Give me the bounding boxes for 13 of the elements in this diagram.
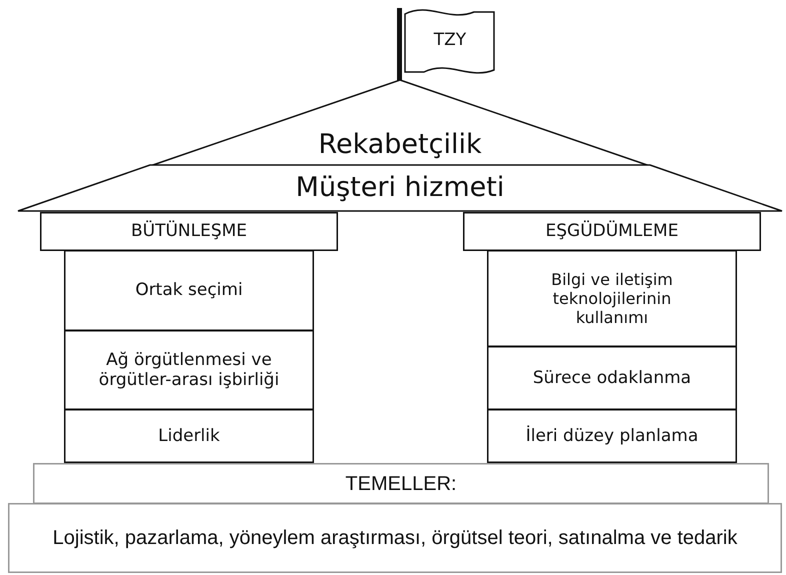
node-label: Ortak seçimi <box>135 280 243 301</box>
node-label: EŞGÜDÜMLEME <box>546 221 678 242</box>
node-label: Bilgi ve iletişim teknolojilerinin kullanımı <box>550 270 674 328</box>
node-label: Rekabetçilik <box>318 128 482 162</box>
node-label: Liderlik <box>158 426 220 446</box>
node-label: Ağ örgütlenmesi ve örgütler-arası işbirliği <box>98 350 280 390</box>
node-label: TEMELLER: <box>345 472 457 496</box>
node-label: TZY <box>434 30 466 50</box>
node-label: İleri düzey planlama <box>526 426 698 446</box>
node-label: Sürece odaklanma <box>532 368 692 388</box>
node-label: Lojistik, pazarlama, yöneylem araştırması, örgütsel teori, satınalma ve tedarik <box>52 526 738 550</box>
node-label: BÜTÜNLEŞME <box>130 221 248 242</box>
node-label: Müşteri hizmeti <box>296 172 504 204</box>
